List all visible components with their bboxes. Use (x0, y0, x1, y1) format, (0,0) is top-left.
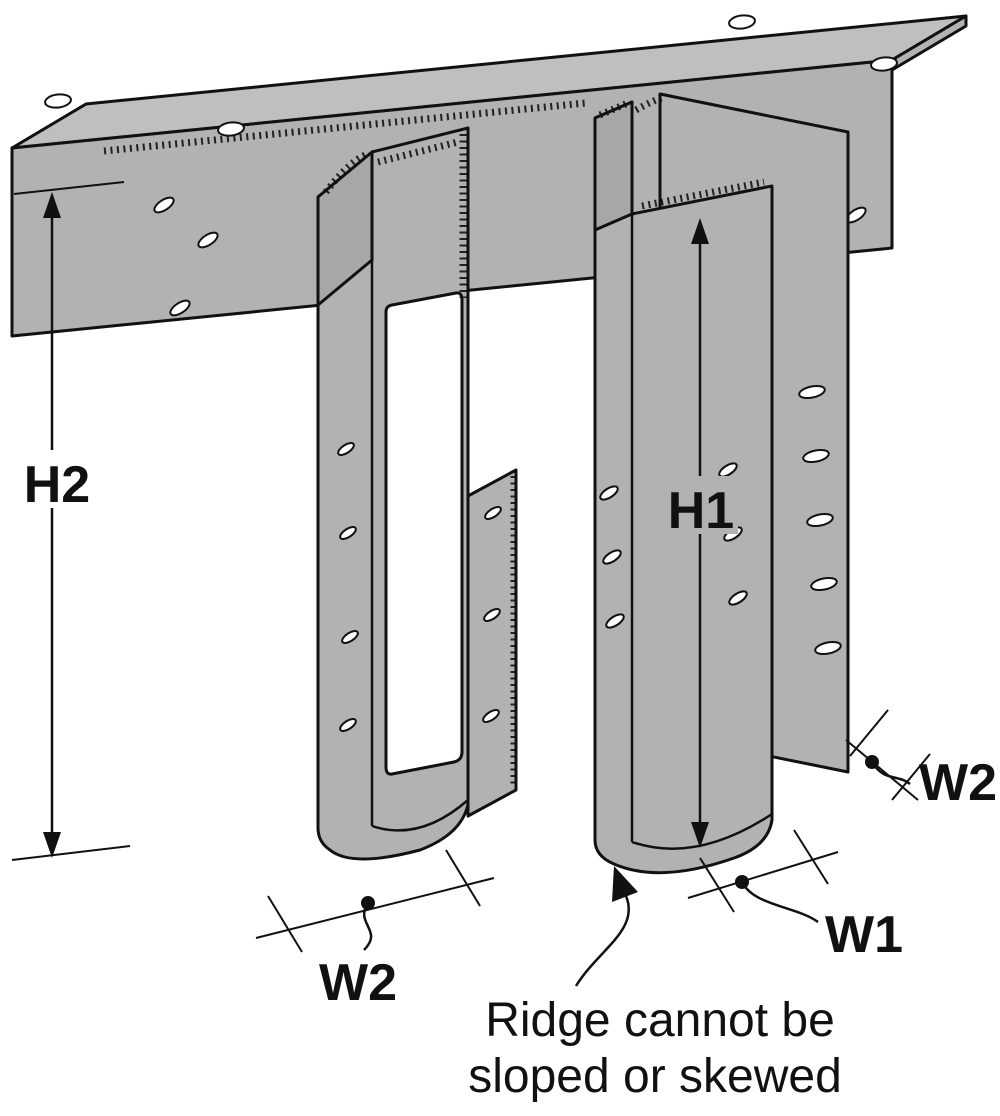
header-bend-hatch (103, 99, 587, 155)
left-stirrup-top-hatch (377, 138, 459, 166)
nail-slot (341, 630, 359, 644)
nail-hole (217, 121, 245, 137)
extension-line (11, 845, 131, 861)
nail-slot (339, 718, 357, 732)
right-stirrup-near-flange (593, 100, 634, 232)
label-w2-right: W2 (919, 754, 997, 812)
nail-slot (802, 448, 830, 464)
label-h1: H1 (668, 482, 734, 540)
extension-tick (267, 895, 303, 953)
arrowhead-down (691, 822, 709, 848)
nail-slot (810, 576, 838, 592)
callout-arrow-curve (574, 895, 630, 987)
dim-line (845, 739, 919, 801)
nail-slot (484, 506, 502, 520)
nail-slot (728, 590, 748, 606)
nail-hole (870, 56, 898, 72)
dim-w2-right: W2 (845, 709, 997, 812)
dim-line (255, 877, 495, 939)
nail-slot (798, 384, 826, 400)
left-stirrup (316, 126, 470, 861)
nail-slot (483, 608, 501, 622)
middle-seat-face (466, 468, 518, 818)
label-background (26, 450, 88, 508)
right-stirrup-web-hatch (641, 178, 765, 210)
middle-seat-plate (466, 468, 518, 818)
nail-slot (605, 613, 625, 629)
label-background (664, 476, 738, 534)
callout-line-1: Ridge cannot be (485, 994, 835, 1047)
right-stirrup-inner-bottom (631, 812, 773, 850)
label-w2-bottom: W2 (319, 954, 397, 1012)
nail-hole (728, 14, 756, 30)
nail-slot (339, 526, 357, 540)
dim-h2: H2 (11, 181, 131, 861)
dim-line (687, 851, 839, 899)
leader-line (740, 881, 819, 924)
extension-tick (699, 857, 735, 913)
arrowhead-up (43, 192, 61, 218)
label-h2: H2 (24, 456, 90, 514)
leader-line (362, 902, 373, 951)
nail-slot (153, 196, 175, 214)
nail-slot (814, 640, 842, 656)
extension-tick (445, 849, 481, 907)
ridge-callout: Ridge cannot be sloped or skewed (468, 866, 842, 1103)
dim-h1: H1 (664, 218, 738, 848)
extension-tick (793, 829, 829, 885)
left-stirrup-bend-hatch (323, 150, 370, 195)
callout-arrowhead (612, 866, 638, 902)
nail-slot (599, 485, 619, 501)
nail-slot (337, 442, 355, 456)
strap-slot-opening (384, 291, 464, 776)
arrowhead-up (691, 218, 709, 244)
left-stirrup-inner-bottom (371, 799, 469, 832)
arrowhead-down (43, 832, 61, 858)
dim-w1: W1 (687, 829, 903, 964)
nail-hole (44, 93, 72, 109)
label-w1: W1 (825, 906, 903, 964)
extension-line (13, 181, 125, 195)
dim-w2-bottom: W2 (255, 849, 495, 1012)
callout-line-2: sloped or skewed (468, 1050, 842, 1103)
nail-slot (718, 462, 738, 478)
nail-slot (806, 512, 834, 528)
nail-slot (197, 231, 219, 249)
nail-slot (169, 299, 191, 317)
nail-slot (602, 549, 622, 565)
nail-slot (482, 709, 500, 723)
leader-line (870, 761, 911, 786)
extension-tick (891, 753, 931, 801)
